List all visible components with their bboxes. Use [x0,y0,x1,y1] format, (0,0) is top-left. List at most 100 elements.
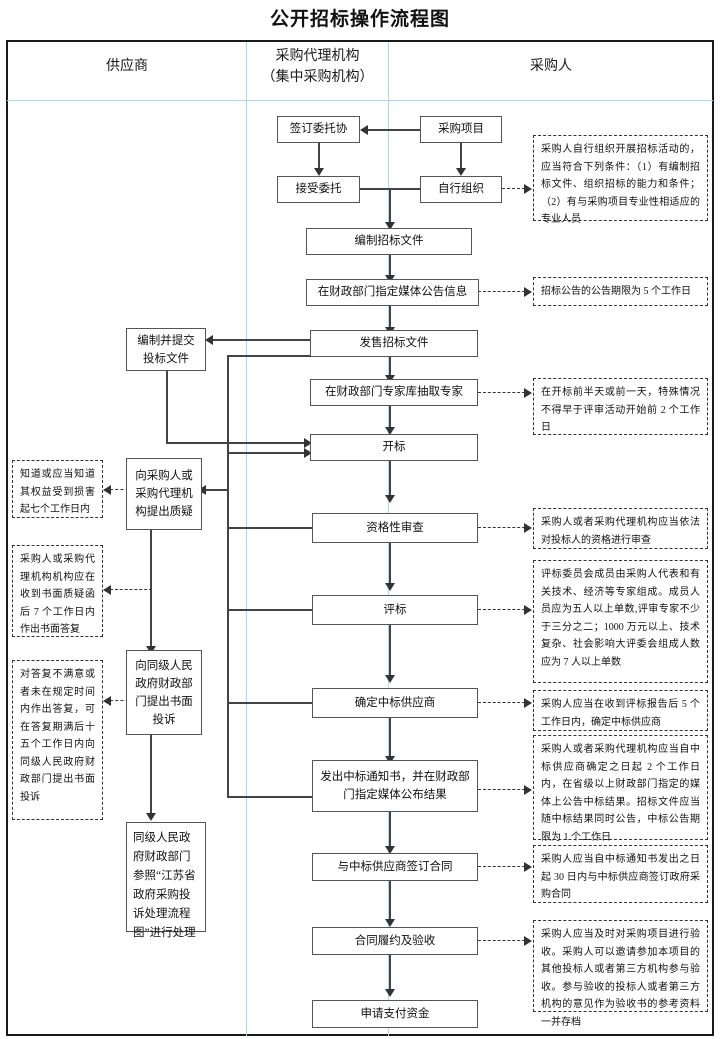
conn-evaluate-to-bus [227,609,312,611]
conn-sell-to-bidder [212,339,310,341]
dash-expert [478,392,530,393]
node-notice-publish-label: 发出中标通知书，并在财政部 门指定媒体公布结果 [320,771,470,801]
note-query-deadline: 知道或应当知道其权益受到损害起七个工作日内 [12,460,103,518]
chart-frame [6,40,714,1036]
conn-complaint-to-handle [150,735,152,817]
conn-contract-to-accept [389,881,391,923]
arrow-notice-to-contract [385,846,395,854]
conn-sell-to-open [389,357,391,379]
dash-winner [478,702,530,703]
arrow-complaint-to-handle [146,813,156,821]
arrow-sign-to-accept [314,168,324,176]
dash-evaluate [478,609,530,610]
node-accept-entrust[interactable]: 接受委托 [277,176,360,203]
node-apply-payment[interactable]: 申请支付资金 [312,1000,478,1028]
dash-query-deadline [110,489,134,490]
note-qualification-review: 采购人或者采购代理机构应当依法对投标人的资格进行审查 [533,508,708,549]
arrow-project-to-sign [360,125,368,135]
node-bidder-prepare[interactable]: 编制并提交 投标文件 [126,328,206,371]
conn-sign-to-accept [318,143,320,172]
node-sign-contract[interactable]: 与中标供应商签订合同 [312,853,478,881]
node-file-complaint[interactable]: 向同级人民 政府财政部 门提出书面 投诉 [126,650,202,735]
note-acceptance-rules: 采购人应当及时对采购项目进行验收。采购人可以邀请参加本项目的其他投标人或者第三方… [533,920,708,1028]
node-self-organize[interactable]: 自行组织 [420,176,502,203]
node-notice-publish[interactable]: 发出中标通知书，并在财政部 门指定媒体公布结果 [312,760,478,812]
node-open-bid[interactable]: 开标 [310,434,478,461]
conn-project-to-sign [367,129,420,131]
conn-announce-to-sell [389,305,391,331]
page-title: 公开招标操作流程图 [269,9,450,30]
lane-header-agency: 采购代理机构 （集中采购机构） [247,46,388,88]
node-announce[interactable]: 在财政部门指定媒体公告信息 [306,279,479,306]
node-handle-complaint[interactable]: 同级人民政府财政部门参照“江苏省政府采购投诉处理流程图”进行处理 [126,822,206,939]
arrow-sell-to-bidder [205,335,213,345]
arrow-dash-notice [524,785,532,795]
lane-header-agency-line2: （集中采购机构） [261,70,374,85]
conn-qualification-to-evaluate [389,543,391,587]
conn-query-to-complaint [150,530,152,650]
dash-complaint-deadline [110,700,134,701]
node-perform-accept[interactable]: 合同履约及验收 [312,927,478,955]
arrow-accept-to-payment [385,989,395,997]
arrow-project-to-self [456,168,466,176]
conn-bidder-to-open [166,442,310,444]
conn-open-to-qualification [389,461,391,499]
conn-prepare-to-announce [389,255,391,279]
lane-header-supplier: 供应商 [106,59,148,74]
arrow-dash-contract [524,862,532,872]
conn-bus-to-open [227,452,310,454]
conn-project-to-self [460,143,462,172]
conn-sell-return-top [227,355,312,357]
note-evaluation-committee: 评标委员会成员由采购人代表和有关技术、经济等专家组成。成员人员应为五人以上单数,… [533,560,708,683]
arrow-merge-to-prepare [385,222,395,230]
note-expert-timing: 在开标前半天或前一天，特殊情况不得早于评审活动开始前 2 个工作日 [533,378,708,435]
node-project[interactable]: 采购项目 [420,116,502,143]
node-determine-winner[interactable]: 确定中标供应商 [312,688,478,718]
arrow-contract-to-accept [385,919,395,927]
dash-acceptance [478,940,530,941]
note-self-organize-conditions: 采购人自行组织开展招标活动的，应当符合下列条件：（1）有编制招标文件、组织招标的… [533,135,708,225]
dash-query-reply [110,589,152,590]
node-raise-query[interactable]: 向采购人或 采购代理机 构提出质疑 [126,458,202,530]
conn-qualification-to-bus [227,527,312,529]
conn-merge-down [389,188,391,226]
note-complaint-deadline: 对答复不满意或者未在规定时间内作出答复，可在答复期满后十五个工作日内向同级人民政… [12,660,103,820]
node-draw-experts[interactable]: 在财政部门专家库抽取专家 [310,379,478,406]
arrow-expert-to-open [385,427,395,435]
note-contract-period: 采购人应当自中标通知书发出之日起 30 日内与中标供应商签订政府采购合同 [533,845,708,903]
conn-winner-to-bus [227,702,312,704]
lane-header-purchaser: 采购人 [530,59,572,74]
conn-notice-to-contract [389,812,391,850]
node-qualification[interactable]: 资格性审查 [312,513,478,543]
dash-self-organize [492,188,530,189]
conn-notice-to-bus [227,796,312,798]
arrow-dash-evaluate [524,605,532,615]
node-sell-docs[interactable]: 发售招标文件 [310,330,478,357]
arrow-bus-to-open [304,448,312,458]
lane-divider-supplier-agency [246,42,247,1036]
conn-bus-to-query [205,489,229,491]
arrow-dash-announce [524,287,532,297]
arrow-bidder-to-open [304,438,312,448]
conn-winner-to-notice [389,718,391,760]
conn-query-bus [227,355,229,797]
arrow-dash-qualification [524,523,532,533]
conn-expert-to-open [389,405,391,431]
arrow-open-to-qualification [385,495,395,503]
note-announce-period: 招标公告的公告期限为 5 个工作日 [533,277,708,306]
arrow-qualification-to-evaluate [385,583,395,591]
node-raise-query-label: 向采购人或 采购代理机 构提出质疑 [135,470,193,518]
note-determine-winner-period: 采购人应当在收到评标报告后 5 个工作日内，确定中标供应商 [533,690,708,731]
node-sign-entrust[interactable]: 签订委托协 [277,116,360,143]
node-prepare-docs[interactable]: 编制招标文件 [306,228,472,255]
arrow-dash-acceptance [524,936,532,946]
conn-merge-bar [356,188,461,190]
dash-notice [478,789,530,790]
arrow-dash-self-organize [524,184,532,194]
arrow-bus-to-query [198,485,206,495]
dash-contract [478,866,530,867]
node-evaluate[interactable]: 评标 [312,595,478,625]
lane-header-rule [7,100,713,101]
arrow-dash-expert [524,388,532,398]
